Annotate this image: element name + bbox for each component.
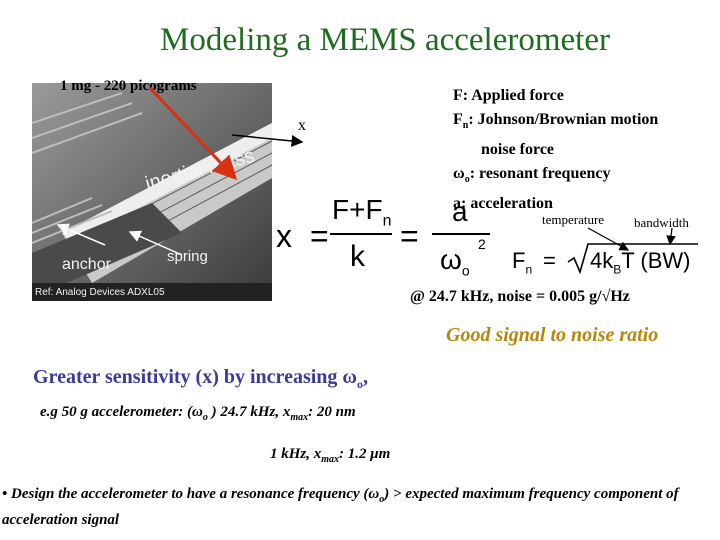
design-guideline: • Design the accelerometer to have a res… [2,484,718,530]
omega-symbol: ω [453,165,465,183]
noise-rhs-text2: T (BW) [621,248,691,273]
omega-subscript: o [464,174,470,186]
eg1-sub: o [202,412,208,423]
design-sub: o [379,494,385,505]
eg2-text-a: 1 kHz, x [270,446,322,462]
eq-num-text: F+F [332,194,383,225]
eq-denominator-k: k [350,240,365,273]
eq-omega-square: 2 [478,236,486,252]
sensitivity-suffix: , [363,366,369,388]
eq-omega-sub: o [461,262,470,279]
eq-numerator-a: a [452,196,468,227]
mass-value-label: 1 mg - 220 picograms [60,78,197,94]
eg1-sub2: max [290,412,309,423]
eq-num-sub: n [382,212,392,230]
sem-image-graphic [32,83,272,301]
eg1-text-b: ) 24.7 kHz, x [207,404,291,420]
noise-rhs-sub: B [613,262,622,277]
design-text-a: • Design the accelerometer to have a res… [2,486,380,502]
design-text-b: ) > expected maximum frequency component… [2,486,679,528]
noise-eq-equals: = [543,248,556,273]
definition-resonant-frequency: ωo: resonant frequency [453,162,658,192]
sensitivity-text: Greater sensitivity (x) by increasing [33,366,343,388]
noise-lhs-text: F [512,248,526,273]
example-50g: e.g 50 g accelerometer: (ωo ) 24.7 kHz, … [40,404,356,423]
eg2-text-b: : 1.2 μm [339,446,391,462]
eq-x: x [276,218,292,254]
eq-numerator-force: F+Fn [332,194,391,231]
eg1-text-c: : 20 nm [308,404,356,420]
definition-force: F: Applied force [453,87,564,104]
eq-denominator-omega: ωo [440,244,470,279]
omega-text: : resonant frequency [469,165,611,183]
page-title: Modeling a MEMS accelerometer [160,22,610,58]
fn-subscript: n [462,120,469,132]
snr-comment: Good signal to noise ratio [446,324,659,346]
definition-noise-force: Fn: Johnson/Brownian motion [453,108,658,138]
fn-symbol: F [453,111,463,128]
noise-value-note: @ 24.7 kHz, noise = 0.005 g/√Hz [410,288,630,305]
sem-micrograph: inertial mass anchor spring Ref: Analog … [32,83,272,301]
eg1-text-a: e.g 50 g accelerometer: (ω [40,404,203,420]
image-reference: Ref: Analog Devices ADXL05 [35,287,165,298]
anchor-label: anchor [62,256,111,273]
noise-rhs-text: 4k [590,248,614,273]
eg2-sub: max [321,454,340,465]
temperature-label: temperature [542,212,605,227]
sensitivity-statement: Greater sensitivity (x) by increasing ωo… [33,366,368,392]
eq-omega: ω [440,244,462,275]
bandwidth-label: bandwidth [634,215,689,230]
sensitivity-omega: ω [342,366,358,388]
displacement-label: x [298,117,306,134]
definitions-list: F: Applied force Fn: Johnson/Brownian mo… [453,84,658,216]
noise-eq-rhs: 4kBT (BW) [590,248,691,276]
noise-lhs-sub: n [525,262,533,277]
definition-acceleration: a: acceleration [453,195,553,213]
definition-noise-force-cont: noise force [481,141,555,159]
eq-equals-2: = [400,218,419,254]
sensitivity-sub: o [357,377,364,391]
noise-eq-lhs: Fn [512,248,532,276]
example-1khz: 1 kHz, xmax: 1.2 μm [270,446,390,465]
fn-text: : Johnson/Brownian motion [468,111,659,128]
eq-equals-1: = [310,218,329,254]
